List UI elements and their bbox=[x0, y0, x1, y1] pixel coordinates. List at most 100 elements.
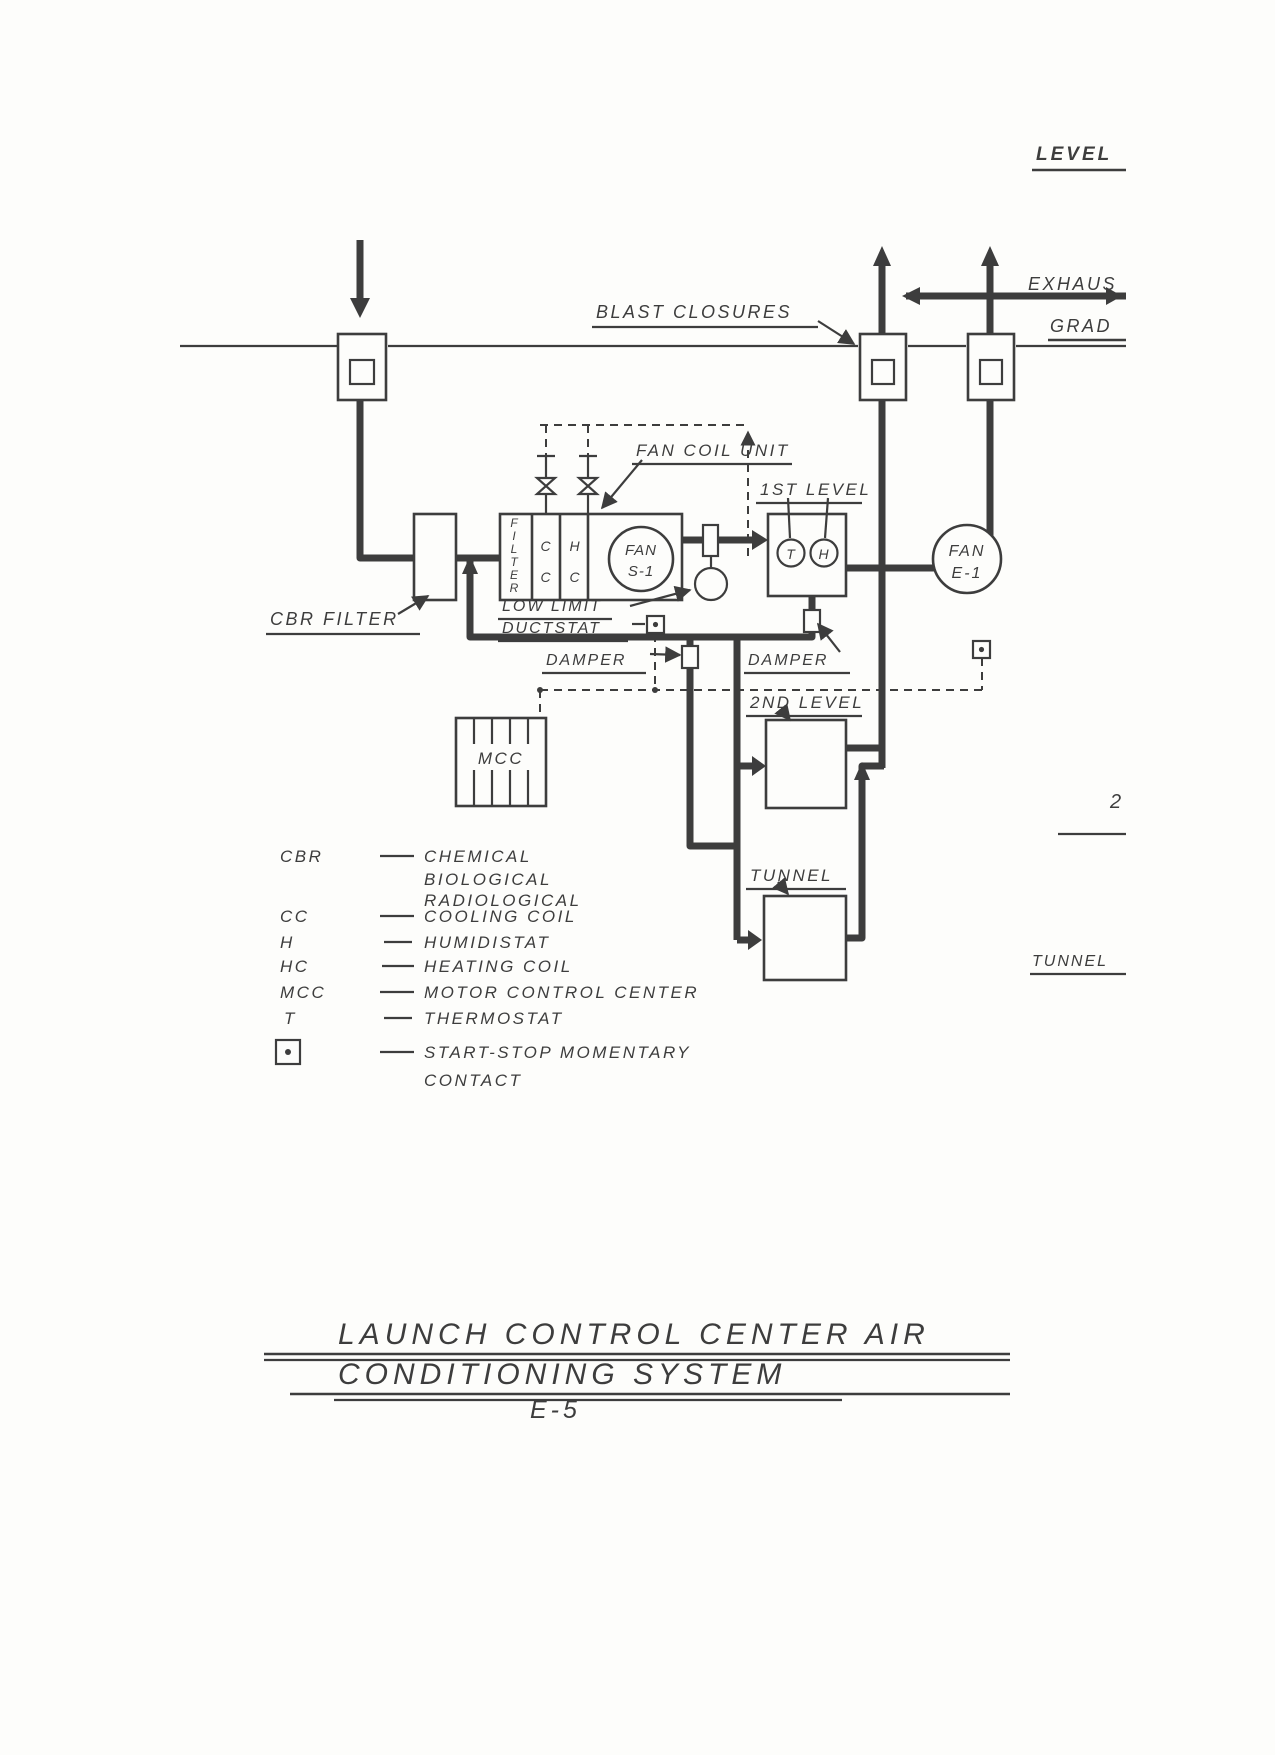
edge-labels: LEVEL EXHAUS GRAD 2 TUNNEL bbox=[1028, 144, 1126, 976]
legend-row-t: T THERMOSTAT bbox=[284, 1009, 561, 1028]
control-wiring bbox=[537, 424, 983, 718]
fan-coil-unit-label: FAN COIL UNIT bbox=[636, 441, 790, 460]
fan-coil-unit-leader bbox=[600, 459, 643, 510]
legend-row-cc: CC COOLING COIL bbox=[280, 907, 577, 926]
tunnel-right-label: TUNNEL bbox=[1032, 953, 1108, 970]
damper-left-label: DAMPER bbox=[546, 652, 626, 669]
first-level-label: 1ST LEVEL bbox=[760, 480, 871, 499]
filter-letter: R bbox=[510, 581, 519, 595]
tunnel-return-arrow bbox=[854, 762, 870, 780]
heating-coil-letter: H bbox=[569, 538, 580, 554]
filter-letter: T bbox=[510, 555, 519, 569]
humidistat-circle bbox=[809, 538, 839, 568]
damper-right-leader bbox=[816, 622, 841, 653]
blast-closure-1 bbox=[336, 332, 388, 402]
legend-row-cbr: CBR CHEMICAL BIOLOGICAL RADIOLOGICAL bbox=[280, 847, 582, 910]
blast-closure-2 bbox=[858, 332, 908, 402]
cooling-coil-letter: C bbox=[540, 569, 551, 585]
grade-label: GRAD bbox=[1050, 316, 1112, 336]
ductstat-leader bbox=[629, 585, 692, 608]
legend-desc: START-STOP MOMENTARY bbox=[424, 1043, 691, 1062]
legend-desc: BIOLOGICAL bbox=[424, 870, 552, 889]
exhaust-ducts bbox=[873, 246, 1126, 336]
second-level-label: 2ND LEVEL bbox=[749, 693, 864, 712]
scan-margin bbox=[1128, 0, 1275, 1755]
valve-2 bbox=[576, 454, 600, 514]
supply-arrow bbox=[752, 530, 768, 550]
damper-left-leader bbox=[649, 646, 682, 663]
fan-coil-unit: F I L T E R C C H C FAN S-1 bbox=[498, 512, 684, 602]
second-level-box bbox=[764, 718, 848, 810]
valve-1 bbox=[534, 454, 558, 514]
distribution-ducts bbox=[686, 637, 766, 950]
thermostat-letter: T bbox=[786, 546, 796, 562]
legend-desc: HEATING COIL bbox=[424, 957, 573, 976]
blast-closure-3 bbox=[966, 332, 1016, 402]
legend-row-mcc: MCC MOTOR CONTROL CENTER bbox=[280, 983, 699, 1002]
exhaust-label: EXHAUS bbox=[1028, 274, 1117, 294]
exhaust-right-arrow bbox=[1106, 287, 1122, 305]
supply-ducts bbox=[350, 240, 768, 562]
second-level-feed-arrow bbox=[752, 756, 766, 776]
fan-e1-label: FAN bbox=[949, 543, 986, 560]
legend-row-start-stop: START-STOP MOMENTARY CONTACT bbox=[274, 1038, 691, 1090]
tunnel-box bbox=[762, 894, 848, 982]
cbr-filter-label: CBR FILTER bbox=[270, 609, 399, 629]
exhaust-up-arrow-2 bbox=[981, 246, 999, 266]
fan-s1-label: S-1 bbox=[628, 563, 654, 580]
diagram-labels: BLAST CLOSURES FAN COIL UNIT 1ST LEVEL C… bbox=[266, 302, 871, 891]
title-block: LAUNCH CONTROL CENTER AIR CONDITIONING S… bbox=[264, 1318, 1010, 1424]
legend-term: HC bbox=[280, 957, 310, 976]
legend-desc: COOLING COIL bbox=[424, 907, 577, 926]
title-line1: LAUNCH CONTROL CENTER AIR bbox=[338, 1318, 930, 1351]
fan-e1-label: E-1 bbox=[952, 565, 983, 582]
legend-term: MCC bbox=[280, 983, 326, 1002]
ductstat-sensor bbox=[693, 523, 729, 602]
legend-desc: RADIOLOGICAL bbox=[424, 891, 582, 910]
exhaust-up-arrow-1 bbox=[873, 246, 891, 266]
blast-closures-label: BLAST CLOSURES bbox=[596, 302, 792, 322]
legend-desc: HUMIDISTAT bbox=[424, 933, 550, 952]
filter-letter: E bbox=[510, 568, 519, 582]
legend-term: CBR bbox=[280, 847, 323, 866]
cbr-filter-box bbox=[412, 512, 458, 602]
legend-term: H bbox=[280, 933, 295, 952]
filter-letter: I bbox=[512, 529, 516, 543]
damper-left-symbol bbox=[680, 644, 700, 670]
recirc-arrow bbox=[462, 556, 478, 574]
legend: CBR CHEMICAL BIOLOGICAL RADIOLOGICAL CC … bbox=[274, 847, 699, 1090]
tunnel-feed-arrow bbox=[748, 930, 762, 950]
title-line2: CONDITIONING SYSTEM bbox=[338, 1358, 786, 1391]
legend-desc: CHEMICAL bbox=[424, 847, 532, 866]
legend-desc: CONTACT bbox=[424, 1071, 522, 1090]
legend-row-hc: HC HEATING COIL bbox=[280, 957, 573, 976]
cooling-coil-letter: C bbox=[540, 538, 551, 554]
level-label: LEVEL bbox=[1036, 144, 1112, 165]
humidistat-letter: H bbox=[818, 546, 829, 562]
legend-row-h: H HUMIDISTAT bbox=[280, 933, 550, 952]
mcc-label: MCC bbox=[478, 749, 524, 768]
return-ducts bbox=[846, 400, 994, 942]
legend-term: T bbox=[284, 1009, 297, 1028]
edge-2-label: 2 bbox=[1109, 791, 1123, 813]
legend-desc: MOTOR CONTROL CENTER bbox=[424, 983, 699, 1002]
start-stop-contact-s1-icon bbox=[645, 614, 666, 635]
thermostat-circle bbox=[776, 538, 806, 568]
intake-arrow bbox=[350, 298, 370, 318]
fan-s1-label: FAN bbox=[625, 542, 657, 559]
start-stop-contact-icon bbox=[274, 1038, 302, 1066]
filter-letter: L bbox=[511, 542, 518, 556]
damper-right-symbol bbox=[802, 608, 822, 634]
exhaust-left-arrow bbox=[902, 287, 920, 305]
fan-s1-circle bbox=[607, 525, 675, 593]
tunnel-label: TUNNEL bbox=[750, 866, 833, 885]
blast-closures-leader bbox=[817, 320, 856, 345]
damper-right-label: DAMPER bbox=[748, 652, 828, 669]
cbr-filter-leader bbox=[397, 595, 430, 615]
legend-term: CC bbox=[280, 907, 310, 926]
mcc-box: MCC bbox=[454, 716, 548, 808]
filter-letter: F bbox=[510, 516, 518, 530]
fan-e1: FAN E-1 bbox=[931, 523, 1003, 595]
